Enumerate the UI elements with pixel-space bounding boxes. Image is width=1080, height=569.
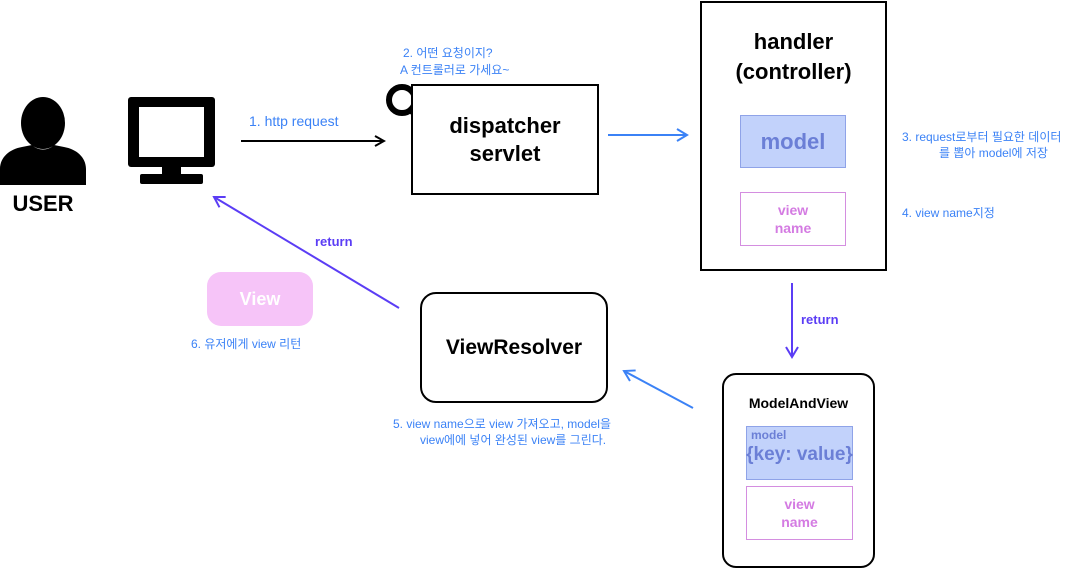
model-and-view-title: ModelAndView xyxy=(748,395,849,411)
dispatcher-label-line2: servlet xyxy=(469,140,541,166)
modelandview-to-viewresolver-arrow xyxy=(622,369,694,409)
model-and-view-view-name-box: view name xyxy=(746,486,853,540)
model-and-view-model-box: model {key: value} xyxy=(746,426,853,480)
handler-box: handler (controller) model view name xyxy=(700,1,887,271)
dispatcher-servlet-box: dispatcher servlet xyxy=(411,84,599,195)
handler-view-name-box: view name xyxy=(740,192,846,246)
view-badge: View xyxy=(207,272,313,326)
view-resolver-label: ViewResolver xyxy=(445,335,583,359)
handler-title-line2: (controller) xyxy=(735,59,852,84)
dispatcher-label-line1: dispatcher xyxy=(449,112,561,138)
open-brace: { xyxy=(746,444,754,465)
handler-title-line1: handler xyxy=(753,29,834,54)
step5-note-line1: 5. view name으로 view 가져오고, model을 xyxy=(393,417,612,431)
step6-note: 6. 유저에게 view 리턴 xyxy=(191,337,302,351)
handler-model-label: model xyxy=(760,128,826,154)
model-and-view-model-tag: model xyxy=(751,428,787,442)
http-request-label: 1. http request xyxy=(249,113,339,129)
model-and-view-view-name-line1: view xyxy=(784,496,815,512)
model-and-view-box: ModelAndView model {key: value} view nam… xyxy=(722,373,875,568)
close-brace: } xyxy=(845,444,853,465)
return-from-handler-label: return xyxy=(801,312,839,327)
user-label: USER xyxy=(12,191,74,216)
view-badge-label: View xyxy=(239,288,281,309)
step2-note-line1: 2. 어떤 요청이지? xyxy=(403,46,493,60)
handler-model-box: model xyxy=(740,115,846,168)
monitor-icon xyxy=(128,97,215,184)
step2-note-line2: A 컨트롤러로 가세요~ xyxy=(400,63,510,77)
return-to-user-label: return xyxy=(315,234,353,249)
handler-view-name-line2: name xyxy=(774,220,812,236)
key-value-text: key: value xyxy=(753,444,846,465)
step3-note-line1: 3. request로부터 필요한 데이터 xyxy=(902,130,1062,144)
handler-view-name-line1: view xyxy=(777,202,809,218)
view-resolver-box: ViewResolver xyxy=(420,292,608,403)
person-icon xyxy=(0,97,86,185)
step5-note-line2: view에에 넣어 완성된 view를 그린다. xyxy=(420,433,607,447)
step3-note-line2: 를 뽑아 model에 저장 xyxy=(939,146,1048,160)
model-and-view-key-value: {key: value} xyxy=(737,444,862,466)
step4-note: 4. view name지정 xyxy=(902,206,995,220)
model-and-view-view-name-line2: name xyxy=(781,514,818,530)
